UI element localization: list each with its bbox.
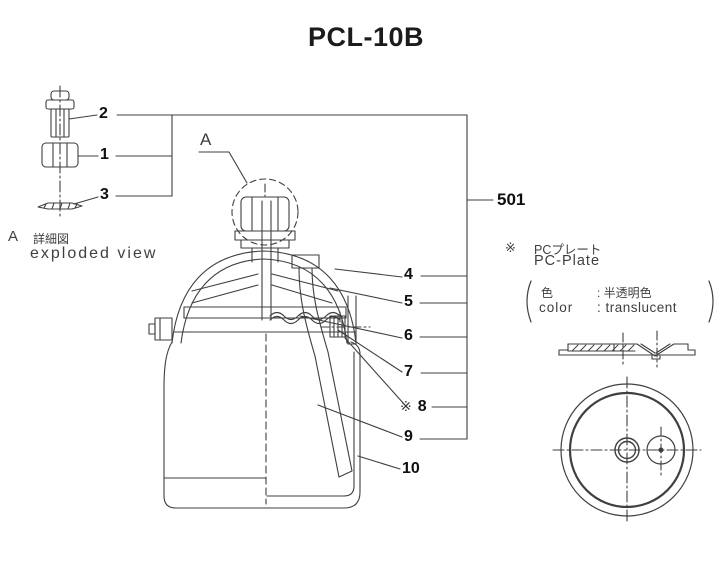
left-callout-leader-lines	[69, 115, 467, 204]
pc-plate-profile-view	[559, 331, 695, 367]
callout-9: 9	[404, 428, 413, 445]
callout-8: 8	[417, 397, 427, 415]
callout-6: 6	[404, 327, 413, 344]
spec-value-color-en: : translucent	[597, 300, 678, 315]
callout-8-marker: ※	[400, 398, 412, 414]
callout-8-row: ※ 8	[400, 398, 427, 415]
callout-1: 1	[100, 146, 109, 163]
stem-and-tube-drawing	[262, 248, 352, 477]
lid-handle-drawing	[149, 251, 356, 343]
part-2-nipple-drawing	[46, 86, 74, 216]
page-title: PCL-10B	[307, 22, 425, 52]
spec-value-color-jp: : 半透明色	[597, 286, 652, 300]
detail-note-en: exploded view	[30, 245, 158, 262]
pc-plate-note-en: PC-Plate	[534, 253, 601, 269]
right-callout-leader-lines	[300, 115, 493, 469]
pc-plate-note-marker: ※	[505, 240, 516, 255]
callout-3: 3	[100, 186, 109, 203]
detail-a-callout	[199, 152, 298, 262]
callout-7: 7	[404, 363, 413, 380]
pc-plate-top-view	[553, 377, 701, 523]
callout-10: 10	[402, 460, 420, 477]
tank-body-drawing	[164, 334, 360, 508]
detail-note-marker: A	[8, 228, 19, 245]
callout-5: 5	[404, 293, 413, 310]
spec-label-color-en: color	[539, 300, 574, 315]
part-3-washer-drawing	[38, 203, 82, 209]
part-1-nut-drawing	[42, 143, 78, 167]
callout-4: 4	[404, 266, 413, 283]
detail-ref-label: A	[200, 130, 212, 149]
spec-label-color-jp: 色	[541, 286, 554, 300]
pc-plate-note-jp: PCプレート	[534, 243, 602, 257]
note-parentheses	[527, 281, 713, 322]
detail-note-jp: 詳細図	[33, 232, 70, 246]
callout-2: 2	[99, 105, 108, 122]
callout-501: 501	[497, 190, 526, 209]
